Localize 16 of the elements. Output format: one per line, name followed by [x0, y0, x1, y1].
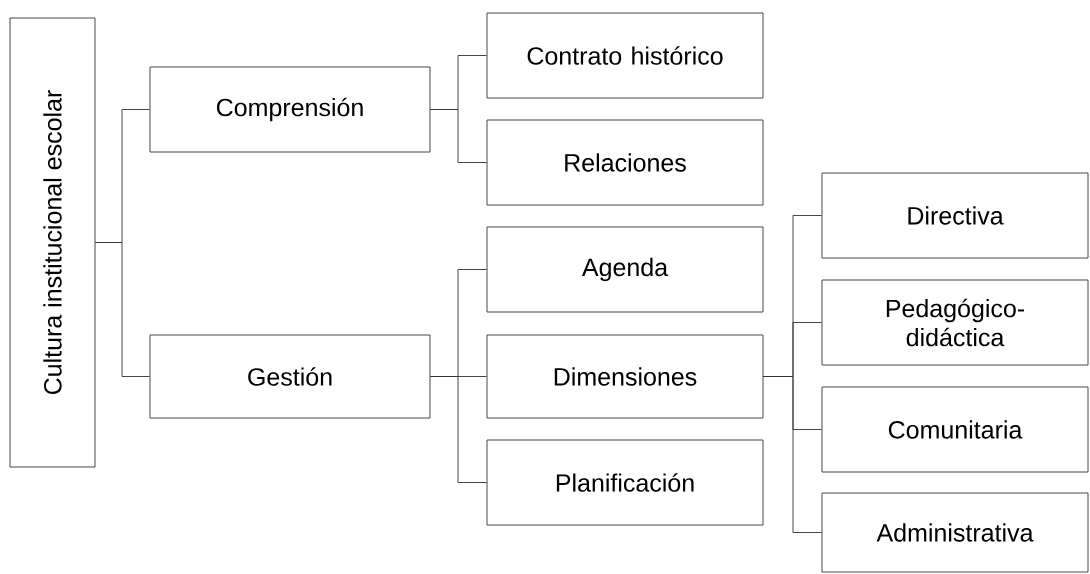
label-box: Comprensión [149, 66, 431, 153]
label-box: Comunitaria [821, 386, 1089, 473]
label-box: Relaciones [486, 119, 764, 206]
connector-line [430, 376, 487, 483]
label-box: Agenda [486, 226, 764, 313]
label-box: Directiva [821, 172, 1089, 259]
label-box: Administrativa [821, 492, 1089, 573]
label-box: Pedagógico- didáctica [821, 279, 1089, 366]
connector-line [763, 376, 822, 533]
label-box: Gestión [149, 334, 431, 419]
label-box: Contrato histórico [486, 12, 764, 99]
label-box: Planificación [486, 439, 764, 526]
connector-line [430, 109, 487, 163]
label-box: Cultura institucional escolar [9, 17, 96, 468]
label-box: Dimensiones [486, 334, 764, 419]
connector-line [95, 242, 150, 377]
